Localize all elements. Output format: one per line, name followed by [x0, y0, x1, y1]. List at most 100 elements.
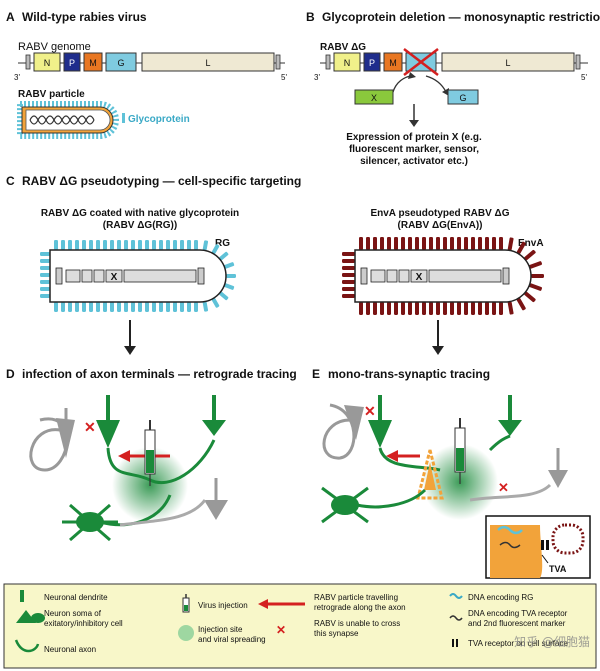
virion-rg-line-2: (RABV ΔG(RG))	[103, 220, 177, 231]
spike	[516, 297, 526, 311]
spike	[531, 274, 544, 278]
dna-rg-icon	[449, 593, 463, 599]
spike	[138, 240, 142, 250]
spike	[202, 301, 209, 312]
spike	[173, 302, 177, 312]
legend: Neuronal dendrite Neuron soma of exitato…	[3, 583, 597, 669]
spike	[194, 240, 198, 250]
soma-ellipse-icon	[31, 613, 45, 623]
panel-b-genome-label: RABV ΔG	[320, 42, 366, 53]
soma-grey-left	[56, 418, 75, 458]
soma-green-multipolar	[62, 494, 172, 542]
spike	[82, 302, 86, 312]
spike	[152, 240, 156, 250]
spike	[61, 302, 65, 312]
panel-d-title: infection of axon terminals — retrograde…	[22, 367, 297, 381]
panel-e-letter: E	[312, 367, 320, 381]
spike	[89, 302, 93, 312]
gene-p	[63, 52, 81, 72]
spike	[524, 249, 536, 261]
spike	[387, 237, 391, 250]
spike	[211, 297, 220, 308]
spike	[415, 302, 419, 315]
spike	[124, 240, 128, 250]
svg-text:Neuronal dendrite: Neuronal dendrite	[44, 593, 108, 602]
gene-n	[33, 52, 61, 72]
no-cross-icon: ✕	[276, 623, 286, 637]
spike	[516, 241, 526, 255]
spike	[96, 302, 100, 312]
virion-rg-tag: RG	[215, 238, 230, 249]
spike	[342, 287, 355, 291]
svg-text:5': 5'	[281, 73, 287, 82]
inset-tva: TVA	[485, 515, 591, 579]
spike	[124, 302, 128, 312]
spike	[394, 237, 398, 250]
gene-m	[83, 52, 103, 72]
svg-text:DNA encoding RG: DNA encoding RG	[468, 593, 533, 602]
spike	[485, 302, 489, 315]
svg-text:N: N	[344, 58, 351, 68]
svg-text:Neuron soma of: Neuron soma of	[44, 609, 102, 618]
svg-text:M: M	[389, 58, 397, 68]
panel-a-particle-label: RABV particle	[18, 89, 85, 100]
svg-text:3': 3'	[14, 73, 20, 82]
spike	[342, 266, 355, 270]
spike	[507, 301, 514, 315]
virion-enva-tag: EnvA	[518, 238, 544, 249]
genome-end	[197, 267, 205, 285]
svg-text:P: P	[69, 58, 75, 68]
panel-c-title: RABV ΔG pseudotyping — cell-specific tar…	[22, 174, 301, 188]
spike	[492, 302, 496, 315]
genome-segment	[93, 269, 105, 283]
spike	[478, 302, 482, 315]
spike	[187, 302, 191, 312]
panel-a: A Wild-type rabies virus RABV genome N P…	[6, 10, 287, 139]
svg-text:retrograde along the axon: retrograde along the axon	[314, 603, 406, 612]
spike	[40, 273, 50, 277]
spike	[187, 240, 191, 250]
spike	[117, 240, 121, 250]
svg-text:L: L	[205, 58, 210, 68]
svg-text:this synapse: this synapse	[314, 629, 359, 638]
spike	[443, 302, 447, 315]
spike	[166, 302, 170, 312]
spike	[103, 302, 107, 312]
spike	[342, 259, 355, 263]
spike	[117, 302, 121, 312]
spike	[131, 302, 135, 312]
genome-segment	[81, 269, 93, 283]
spike	[82, 240, 86, 250]
spike	[429, 302, 433, 315]
rabv-particle	[17, 101, 119, 139]
spike	[75, 240, 79, 250]
svg-text:G: G	[459, 93, 466, 103]
spike	[485, 237, 489, 250]
soma-triangle-icon	[16, 610, 36, 623]
spike	[380, 237, 384, 250]
spike	[54, 302, 58, 312]
panel-e: E mono-trans-synaptic tracing ✕	[312, 367, 591, 579]
svg-text:N: N	[44, 58, 51, 68]
spike	[40, 294, 50, 298]
spike	[436, 237, 440, 250]
legend-box	[3, 583, 597, 669]
spike	[380, 302, 384, 315]
spike	[443, 237, 447, 250]
g-box	[447, 89, 479, 105]
injection-site-icon	[178, 625, 194, 641]
soma-green-top	[96, 420, 120, 448]
protein-x-box	[354, 89, 394, 105]
spike	[173, 240, 177, 250]
spike	[507, 237, 514, 251]
virion-enva-line-2: (RABV ΔG(EnvA))	[398, 220, 483, 231]
spike	[61, 240, 65, 250]
spike	[478, 237, 482, 250]
spike	[429, 237, 433, 250]
spike	[471, 237, 475, 250]
spike	[492, 237, 496, 250]
svg-text:RABV particle travelling: RABV particle travelling	[314, 593, 398, 602]
spike	[89, 240, 93, 250]
spike	[408, 302, 412, 315]
